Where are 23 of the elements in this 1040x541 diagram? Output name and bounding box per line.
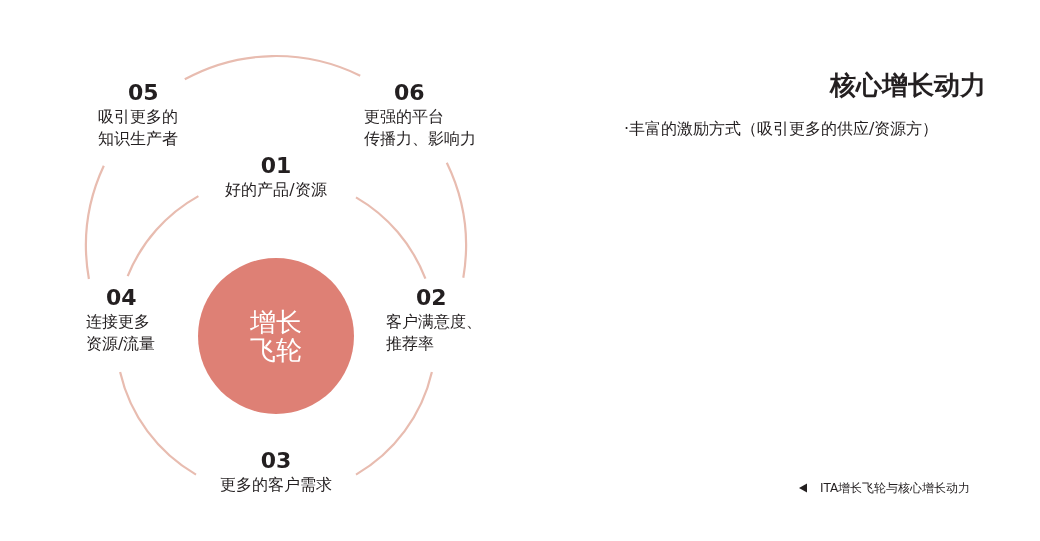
cycle-arc bbox=[184, 55, 361, 81]
step-label: 吸引更多的知识生产者 bbox=[98, 106, 179, 150]
step-number: 04 bbox=[105, 285, 138, 311]
step-label: 好的产品/资源 bbox=[224, 179, 328, 201]
step-label: 连接更多资源/流量 bbox=[86, 311, 157, 355]
step-label: 客户满意度、推荐率 bbox=[386, 311, 483, 355]
note-text: ·丰富的激励方式（吸引更多的供应/资源方） bbox=[624, 119, 939, 140]
cycle-arc bbox=[355, 196, 427, 280]
cycle-arc bbox=[119, 371, 197, 476]
hub-circle: 增长飞轮 bbox=[198, 258, 354, 414]
step-number: 06 bbox=[393, 80, 426, 106]
cycle-arc bbox=[85, 165, 105, 280]
cycle-arc bbox=[355, 371, 433, 476]
cycle-arc bbox=[126, 195, 199, 277]
caption: ITA增长飞轮与核心增长动力 bbox=[820, 480, 971, 497]
step-number: 05 bbox=[127, 80, 160, 106]
title: 核心增长动力 bbox=[830, 69, 986, 102]
step-number: 03 bbox=[259, 448, 293, 474]
step-number: 02 bbox=[415, 285, 448, 311]
step-number: 01 bbox=[259, 153, 293, 179]
cycle-arc bbox=[445, 162, 467, 278]
step-label: 更多的客户需求 bbox=[219, 474, 333, 496]
step-label: 更强的平台传播力、影响力 bbox=[364, 106, 477, 150]
